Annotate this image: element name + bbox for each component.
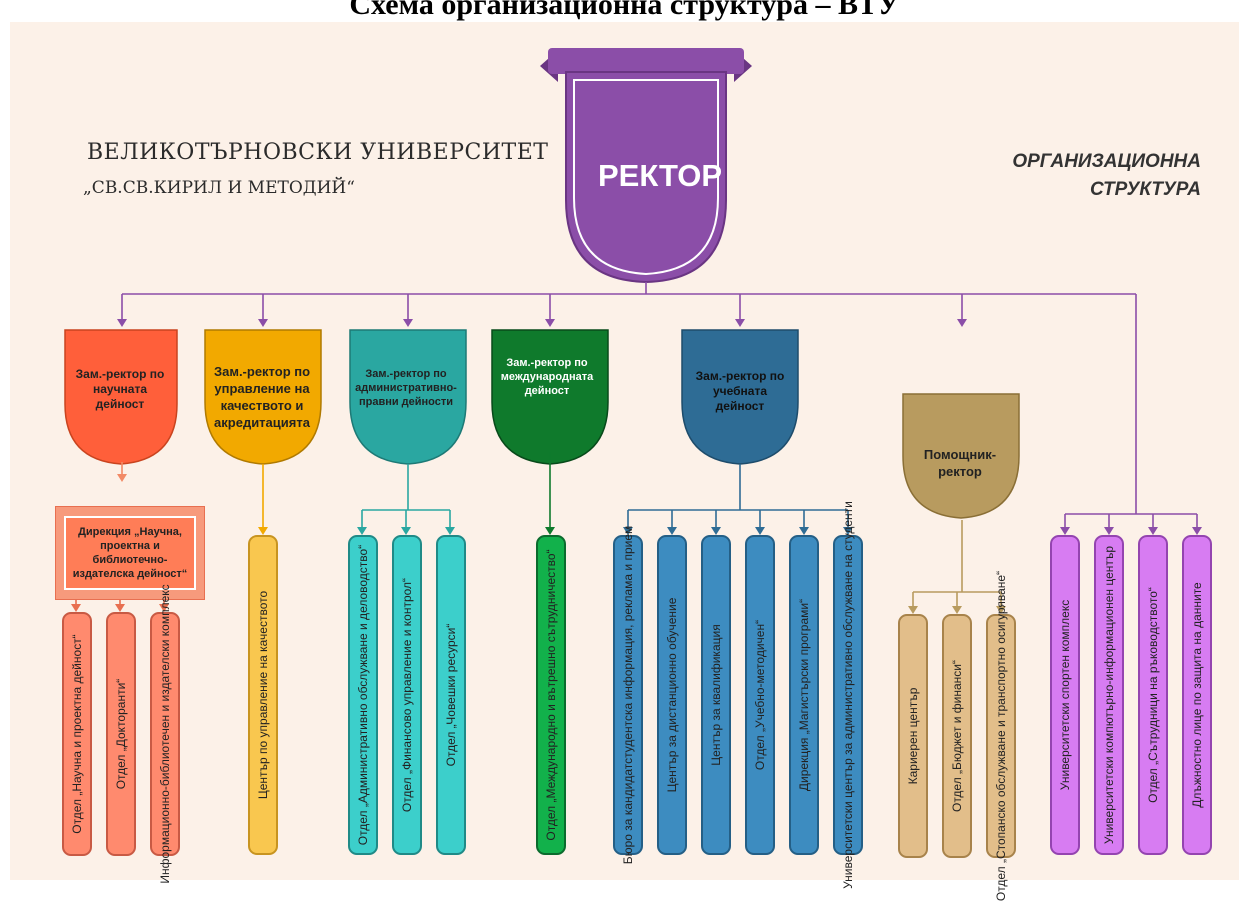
dept-label: Център по управление на качеството [256,590,270,800]
dept-label: Отдел „Научна и проектна дейност“ [70,634,84,834]
rector-banner [548,48,744,74]
dept-label: Отдел „Международно и вътрешно сътруднич… [544,549,558,841]
dept-box: Информационно-библиотечен и издателски к… [150,584,180,884]
arrow-head [996,606,1006,614]
org-structure-title: ОРГАНИЗАЦИОННА СТРУКТУРА [1012,148,1201,204]
dept-label: Университетски спортен комплекс [1058,599,1072,791]
dept-label: Отдел „Административно обслужване и дело… [356,544,370,846]
unit-intl-title: Зам.-ректор по международната дейност [500,357,594,397]
arrow-head [711,527,721,535]
vice-rector-shield [64,329,178,465]
dept-box: Дирекция „Магистърски програми“ [789,535,819,855]
dept-label: Отдел „Човешки ресурси“ [444,623,458,767]
arrow-head [623,527,633,535]
arrow-head [445,527,455,535]
arrow-head [545,319,555,327]
dept-label: Университетски компютърно-информационен … [1102,545,1116,845]
dept-box: Отдел „Международно и вътрешно сътруднич… [536,535,566,855]
directorate-box: Дирекция „Научна, проектна и библиотечно… [55,506,205,600]
dept-box: Отдел „Бюджет и финанси“ [942,614,972,858]
dept-label: Отдел „Стопанско обслужване и транспортн… [994,570,1008,901]
dept-box: Университетски компютърно-информационен … [1094,535,1124,855]
arrow-head [403,319,413,327]
unit-science-title: Зам.-ректор по научната дейност [75,366,165,411]
arrow-head [357,527,367,535]
dept-label: Кариерен център [906,687,920,785]
dept-box: Център за квалификация [701,535,731,855]
org-title-line2: СТРУКТУРА [1089,179,1201,200]
unit-assistant-title: Помощник-ректор [923,447,997,479]
dept-box: Отдел „Човешки ресурси“ [436,535,466,855]
arrow-head [258,319,268,327]
dept-label: Център за дистанционно обучение [665,597,679,793]
dept-label: Дирекция „Магистърски програми“ [797,598,811,792]
arrow-head [1148,527,1158,535]
dept-box: Отдел „Докторанти“ [106,612,136,856]
connector-lines [64,48,1202,614]
dept-box: Отдел „Стопанско обслужване и транспортн… [986,571,1016,901]
dept-box: Център по управление на качеството [248,535,278,855]
dept-label: Отдел „Сътрудници на ръководството“ [1146,587,1160,803]
dept-box: Бюро за кандидатстудентска информация, р… [613,526,643,864]
arrow-head [667,527,677,535]
unit-edu-title: Зам.-ректор по учебната дейност [695,368,785,413]
arrow-head [843,527,853,535]
dept-box: Университетски център за административно… [833,501,863,889]
rector-shield-inner [573,79,719,276]
dept-box: Център за дистанционно обучение [657,535,687,855]
dept-label: Информационно-библиотечен и издателски к… [158,584,172,884]
arrow-head [258,527,268,535]
arrow-head [1192,527,1202,535]
arrow-head [401,527,411,535]
arrow-head [545,527,555,535]
rector-shield [565,71,727,284]
dept-box: Отдел „Административно обслужване и дело… [348,535,378,855]
dept-label: Отдел „Докторанти“ [114,678,128,790]
unit-quality-title: Зам.-ректор по управление на качеството … [213,364,311,430]
dept-label: Университетски център за административно… [841,501,855,889]
org-title-line1: ОРГАНИЗАЦИОННА [1012,151,1201,172]
vice-rector-shield [349,329,467,465]
vice-rector-shield [902,393,1020,519]
dept-label: Център за квалификация [709,624,723,766]
arrow-head [159,604,169,612]
arrow-head [1060,527,1070,535]
vice-rector-shield [681,329,799,465]
dept-box: Университетски спортен комплекс [1050,535,1080,855]
arrow-head [117,319,127,327]
directorate-label: Дирекция „Научна, проектна и библиотечно… [64,516,196,590]
arrow-head [908,606,918,614]
dept-box: Длъжностно лице по защита на данните [1182,535,1212,855]
arrow-head [952,606,962,614]
dept-box: Отдел „Учебно-методичен“ [745,535,775,855]
university-name: ВЕЛИКОТЪРНОВСКИ УНИВЕРСИТЕТ [87,140,549,165]
dept-box: Отдел „Научна и проектна дейност“ [62,612,92,856]
rector-label: РЕКТОР [598,158,722,193]
arrow-head [71,604,81,612]
dept-label: Отдел „Учебно-методичен“ [753,619,767,771]
arrow-head [735,319,745,327]
dept-label: Отдел „Финансово управление и контрол“ [400,577,414,813]
page-title: Схема организационна структура – ВТУ [349,0,900,21]
arrow-head [957,319,967,327]
arrow-head [115,604,125,612]
dept-label: Бюро за кандидатстудентска информация, р… [621,525,635,865]
dept-label: Отдел „Бюджет и финанси“ [950,659,964,813]
arrow-head [799,527,809,535]
arrow-head [1104,527,1114,535]
arrow-head [117,474,127,482]
dept-box: Кариерен център [898,614,928,858]
vice-rector-shield [204,329,322,465]
dept-box: Отдел „Финансово управление и контрол“ [392,535,422,855]
dept-box: Отдел „Сътрудници на ръководството“ [1138,535,1168,855]
dept-label: Длъжностно лице по защита на данните [1190,582,1204,808]
university-subtitle: „СВ.СВ.КИРИЛ И МЕТОДИЙ“ [83,178,355,198]
org-chart-board: ВЕЛИКОТЪРНОВСКИ УНИВЕРСИТЕТ „СВ.СВ.КИРИЛ… [10,22,1239,901]
unit-admin-title: Зам.-ректор по административно-правни де… [355,368,457,408]
arrow-head [755,527,765,535]
